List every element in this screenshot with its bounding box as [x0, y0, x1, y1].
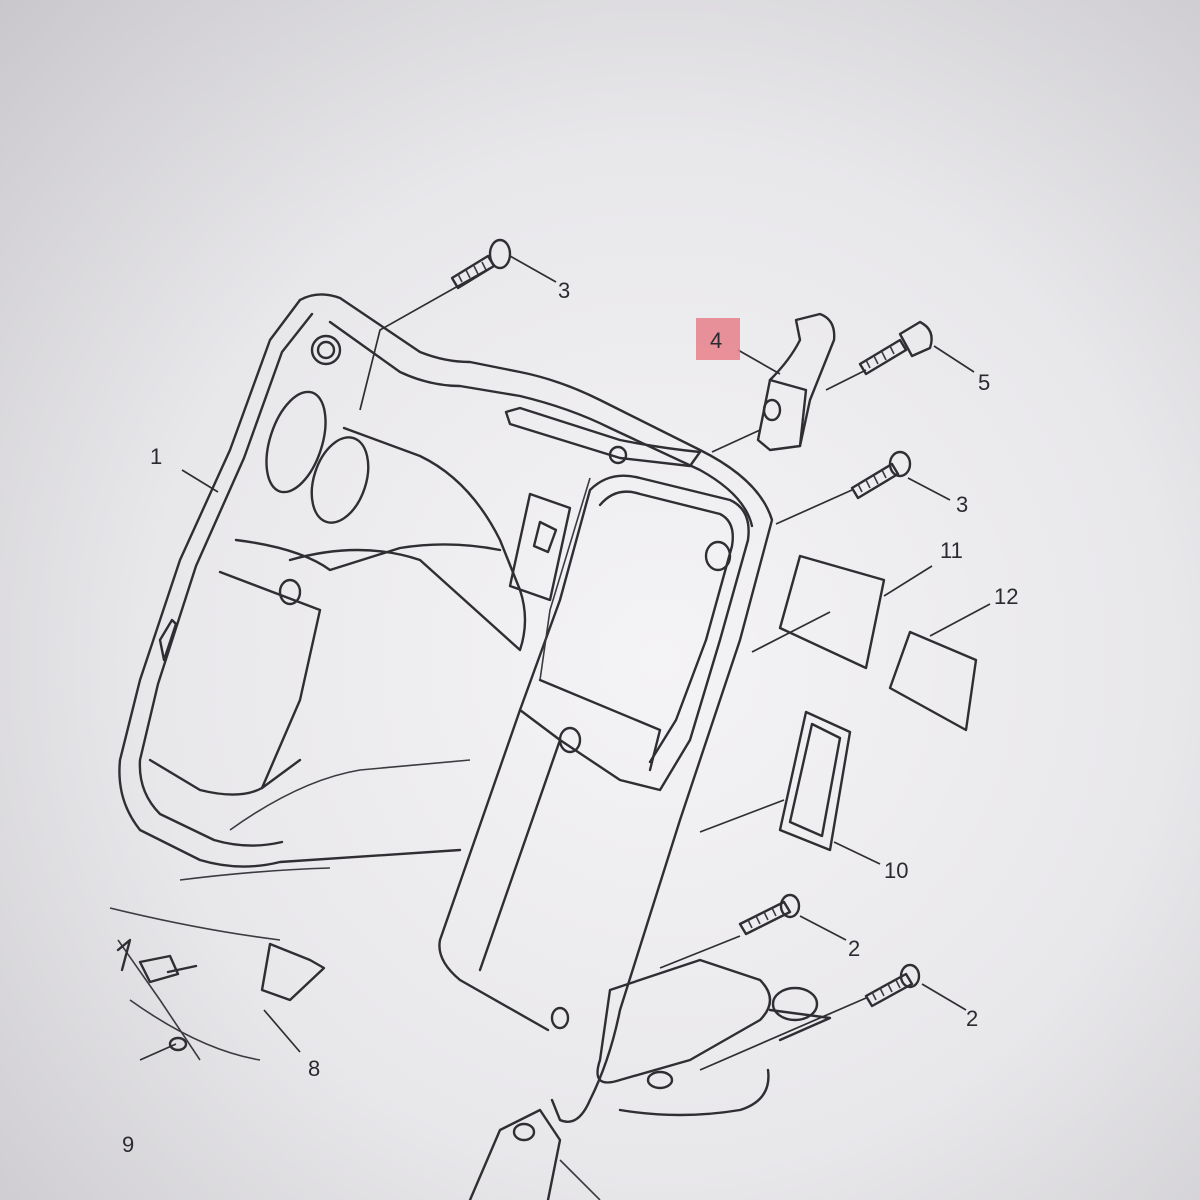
callout-5: 5	[978, 370, 990, 395]
callout-11: 11	[940, 538, 963, 563]
callout-12: 12	[994, 584, 1018, 609]
callout-9: 9	[122, 1132, 134, 1157]
callout-2-upper: 2	[848, 936, 860, 961]
top-strap	[504, 406, 702, 468]
callout-4-highlight	[696, 318, 740, 360]
pad-part-12	[888, 630, 978, 732]
screw-5	[858, 320, 933, 376]
panel-part-1	[118, 293, 774, 1123]
screw-2-lower	[864, 963, 921, 1008]
callout-10: 10	[884, 858, 908, 883]
clip-part-4	[756, 312, 836, 452]
pad-part-11	[778, 554, 886, 670]
screw-3-right	[850, 450, 912, 500]
callout-8: 8	[308, 1056, 320, 1081]
callout-1: 1	[150, 444, 162, 469]
part-9-fragment	[109, 907, 326, 1061]
callouts: 1 3 4 5 3 11 12 10 2 2 8 9	[122, 278, 1018, 1157]
callout-4: 4	[710, 328, 722, 353]
screw-2-upper	[738, 893, 801, 936]
lower-bracket	[550, 958, 832, 1117]
reflector-part-10	[778, 710, 852, 852]
inner-box	[438, 474, 750, 1032]
callout-3-top: 3	[558, 278, 570, 303]
callout-3-right: 3	[956, 492, 968, 517]
bottom-fragment	[468, 1108, 601, 1200]
callout-2-lower: 2	[966, 1006, 978, 1031]
leader-lines	[139, 255, 991, 1071]
screw-3-top	[450, 238, 512, 290]
